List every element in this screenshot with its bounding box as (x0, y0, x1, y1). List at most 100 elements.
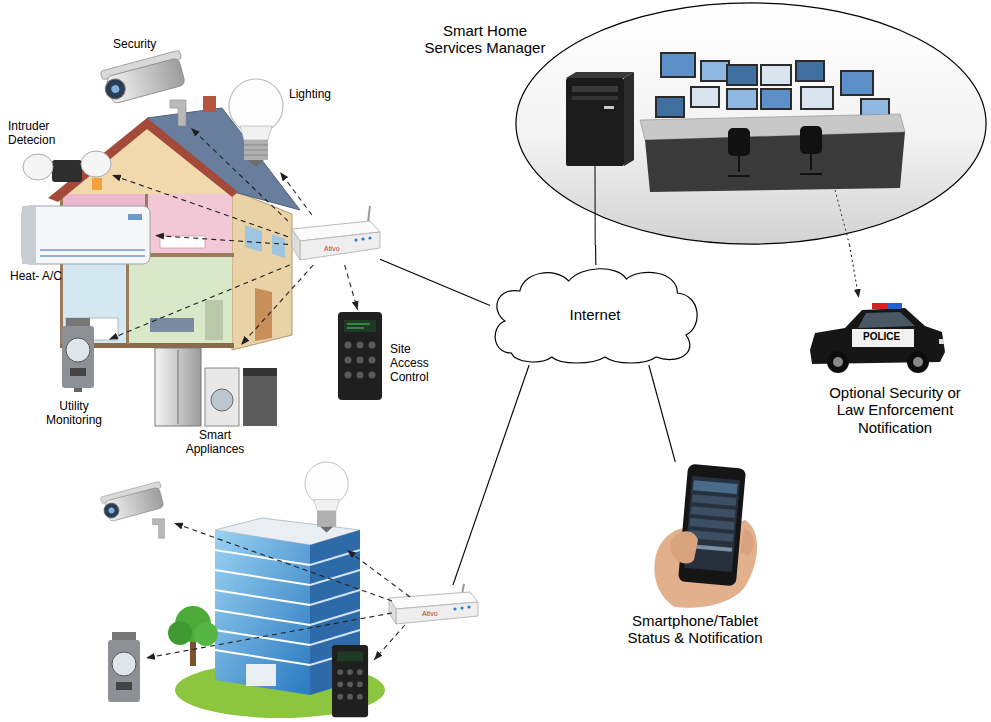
utility-meter (74, 388, 82, 392)
house (127, 255, 232, 343)
monitor-wall (760, 64, 792, 86)
house (232, 190, 292, 350)
site-camera (108, 507, 115, 514)
device-label: Site Access Control (390, 343, 434, 384)
site-camera (102, 501, 120, 519)
control-room (835, 190, 850, 245)
monitor-wall (797, 62, 823, 80)
access-keypad (369, 357, 376, 364)
police-car: Optional Security or Law Enforcement Not… (805, 298, 987, 452)
access-keypad (344, 320, 376, 332)
control-room (566, 72, 634, 78)
control-room (572, 86, 618, 92)
device-link (109, 265, 290, 339)
access-keypad (345, 357, 352, 364)
monitor-wall (690, 86, 720, 108)
site-keypad (337, 681, 343, 687)
house (205, 300, 223, 340)
security-camera (110, 84, 120, 94)
smartphone: Smartphone/Tablet Status & Notification (605, 462, 785, 658)
site-meter (116, 682, 132, 690)
intruder-floodlight (23, 154, 53, 180)
control-room (516, 3, 986, 244)
air-conditioner (22, 206, 36, 264)
site-device-links (347, 550, 410, 597)
site-router-drawing (396, 602, 478, 624)
appliances (205, 368, 239, 426)
office-site (246, 664, 276, 686)
access-keypad (345, 342, 352, 349)
device-link (241, 265, 313, 345)
device-label: Smart Appliances (175, 429, 255, 457)
monitor-wall (795, 60, 825, 82)
house (48, 118, 238, 202)
access-keypad (347, 324, 370, 328)
alert-link (850, 245, 859, 298)
network-link (595, 245, 596, 265)
control-room (728, 128, 750, 156)
device-label: Security (113, 38, 156, 52)
light-bulb (248, 160, 264, 167)
monitor-wall (842, 72, 872, 94)
police-car (907, 351, 929, 373)
site-bulb (320, 527, 333, 533)
air-conditioner (128, 214, 142, 220)
device-link (112, 175, 288, 237)
control-room (624, 72, 634, 166)
site-keypad (332, 645, 368, 717)
access-keypad (369, 372, 376, 379)
ellipse-outline (516, 3, 986, 244)
light-bulb (229, 79, 283, 133)
access-keypad (369, 342, 376, 349)
home-router-drawing (300, 232, 380, 260)
site-keypad (347, 669, 353, 675)
device-label: Heat- A/C (10, 270, 62, 284)
site-router-drawing (467, 605, 470, 608)
utility-meter (66, 338, 90, 362)
site-keypad (347, 681, 353, 687)
air-conditioner (22, 206, 150, 264)
site-device-links (374, 625, 405, 660)
site-router-drawing (460, 606, 463, 609)
site-router-drawing (453, 607, 456, 610)
control-room (728, 154, 822, 176)
cloud-label: Internet (490, 306, 700, 323)
control-room (800, 126, 822, 154)
intruder-floodlight (23, 151, 111, 182)
site-bulb (314, 500, 340, 511)
site-meter (108, 640, 140, 702)
site-camera (100, 481, 166, 522)
house (160, 236, 205, 248)
monitor-wall (726, 88, 758, 110)
device-link (345, 265, 358, 310)
monitor-wall (692, 88, 718, 106)
home-router-drawing (368, 206, 370, 222)
site-device-links (146, 523, 410, 660)
hand-with-phone (692, 494, 737, 506)
monitor-wall (760, 88, 792, 110)
office-site (100, 462, 478, 718)
monitor-wall (662, 54, 694, 76)
office-site (190, 640, 196, 666)
home-router-drawing (368, 236, 371, 239)
control-center-ellipse: Smart Home Services Manager (515, 2, 987, 245)
access-keypad (357, 372, 364, 379)
home-router-drawing (292, 229, 300, 260)
site-router-drawing (389, 598, 396, 624)
police-car (833, 357, 843, 367)
monitor-wall (660, 52, 696, 78)
office-site (194, 622, 218, 646)
site-meter (112, 652, 136, 676)
site-keypad (357, 681, 363, 687)
device-label: Lighting (289, 88, 331, 102)
brand-mark: Ativo (324, 245, 340, 253)
home-router-drawing (354, 238, 357, 241)
house (92, 178, 102, 190)
monitor-wall (700, 60, 730, 82)
device-caption: Optional Security or Law Enforcement Not… (815, 384, 975, 436)
control-room (516, 3, 986, 245)
monitor-wall (728, 66, 756, 84)
light-bulb (244, 145, 268, 155)
police-car (939, 339, 944, 344)
